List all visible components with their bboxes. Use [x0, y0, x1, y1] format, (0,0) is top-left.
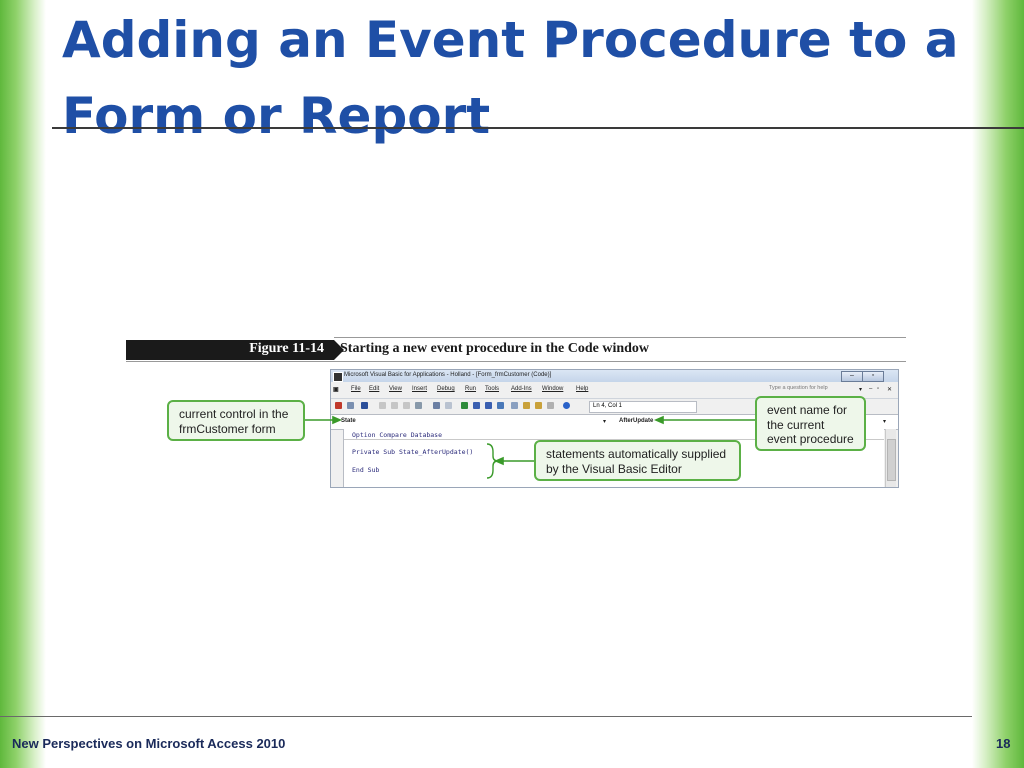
save-icon[interactable] — [361, 402, 368, 409]
help-icon[interactable] — [563, 402, 570, 409]
menu-edit[interactable]: Edit — [369, 386, 380, 392]
left-green-band — [0, 0, 46, 768]
menu-tools[interactable]: Tools — [485, 386, 500, 392]
slide-title-line-2: Form or Report — [62, 87, 491, 145]
menu-debug[interactable]: Debug — [437, 386, 455, 392]
vbe-window-title: Microsoft Visual Basic for Applications … — [344, 372, 552, 378]
callout-statements-line-2: by the Visual Basic Editor — [546, 461, 682, 476]
vbe-menubar: ▣ File Edit View Insert Debug Run Tools … — [331, 384, 898, 396]
help-dropdown-icon[interactable]: ▾ — [859, 387, 863, 393]
object-browser-icon[interactable] — [535, 402, 542, 409]
vbe-toolbar: Ln 4, Col 1 — [331, 398, 898, 414]
view-access-icon[interactable] — [335, 402, 342, 409]
properties-icon[interactable] — [523, 402, 530, 409]
menu-add-ins[interactable]: Add-Ins — [511, 386, 532, 392]
menu-insert[interactable]: Insert — [412, 386, 428, 392]
paste-icon[interactable] — [403, 402, 410, 409]
figure-header: Figure 11-14 Starting a new event proced… — [126, 337, 906, 363]
project-explorer-icon[interactable] — [511, 402, 518, 409]
redo-icon[interactable] — [445, 402, 452, 409]
find-icon[interactable] — [415, 402, 422, 409]
code-scrollbar[interactable] — [885, 429, 896, 487]
undo-icon[interactable] — [433, 402, 440, 409]
object-combo-dropdown-icon[interactable]: ▾ — [603, 419, 607, 425]
cursor-position-field: Ln 4, Col 1 — [589, 401, 697, 413]
callout-current-control-line-1: current control in the — [179, 407, 289, 421]
figure-top-rule — [334, 337, 906, 338]
footer-divider — [0, 716, 972, 717]
code-line-option-compare: Option Compare Database — [352, 431, 443, 439]
doc-icon: ▣ — [333, 387, 339, 393]
vbe-titlebar: Microsoft Visual Basic for Applications … — [331, 370, 898, 382]
run-icon[interactable] — [461, 402, 468, 409]
callout-event-name-line-2: the current — [767, 417, 825, 432]
cut-icon[interactable] — [379, 402, 386, 409]
object-combo[interactable]: State — [341, 418, 356, 424]
arrow-head-current-control — [332, 415, 343, 425]
doc-restore-icon[interactable]: ▫ — [877, 386, 880, 392]
callout-current-control-line-2: frmCustomer form — [179, 421, 276, 436]
title-divider — [52, 127, 1024, 129]
code-scrollbar-thumb[interactable] — [887, 439, 896, 481]
slide-title: Adding an Event Procedure to a Form or R… — [62, 2, 962, 154]
figure-caption: Starting a new event procedure in the Co… — [340, 341, 650, 356]
callout-event-name-line-1: event name for — [767, 403, 848, 417]
callout-current-control: current control in the frmCustomer form — [167, 400, 305, 441]
restore-button[interactable]: ▫ — [862, 371, 884, 382]
doc-close-icon[interactable]: ✕ — [887, 387, 893, 393]
callout-statements-line-1: statements automatically supplied — [546, 447, 727, 461]
code-line-sub-header: Private Sub State_AfterUpdate() — [352, 448, 474, 456]
figure-label-arrow — [334, 340, 344, 360]
toolbox-icon[interactable] — [547, 402, 554, 409]
vba-app-icon — [333, 372, 343, 382]
menu-file[interactable]: File — [351, 386, 361, 392]
code-line-end-sub: End Sub — [352, 466, 380, 474]
insert-userform-icon[interactable] — [347, 402, 354, 409]
brace-statements — [486, 443, 499, 479]
arrow-head-statements — [493, 456, 504, 466]
menu-window[interactable]: Window — [542, 386, 564, 392]
figure-bottom-rule — [126, 361, 906, 362]
arrow-head-event-name — [653, 415, 664, 425]
code-separator — [344, 439, 884, 440]
copy-icon[interactable] — [391, 402, 398, 409]
figure-label: Figure 11-14 — [249, 341, 324, 356]
slide-title-line-1: Adding an Event Procedure to a — [62, 11, 959, 69]
menu-view[interactable]: View — [389, 386, 402, 392]
doc-minimize-icon[interactable]: – — [869, 386, 873, 392]
help-search-input[interactable]: Type a question for help — [769, 385, 828, 391]
procedure-combo[interactable]: AfterUpdate — [619, 418, 654, 424]
procedure-combo-dropdown-icon[interactable]: ▾ — [883, 419, 887, 425]
callout-statements: statements automatically supplied by the… — [534, 440, 741, 481]
reset-icon[interactable] — [485, 402, 492, 409]
cursor-position: Ln 4, Col 1 — [593, 403, 623, 409]
callout-event-name: event name for the current event procedu… — [755, 396, 866, 451]
menu-run[interactable]: Run — [465, 386, 477, 392]
figure-label-bar: Figure 11-14 — [126, 340, 334, 360]
callout-event-name-line-3: event procedure — [767, 432, 854, 446]
menu-help[interactable]: Help — [576, 386, 589, 392]
footer-course-title: New Perspectives on Microsoft Access 201… — [12, 736, 286, 751]
page-number: 18 — [996, 736, 1011, 751]
break-icon[interactable] — [473, 402, 480, 409]
design-mode-icon[interactable] — [497, 402, 504, 409]
